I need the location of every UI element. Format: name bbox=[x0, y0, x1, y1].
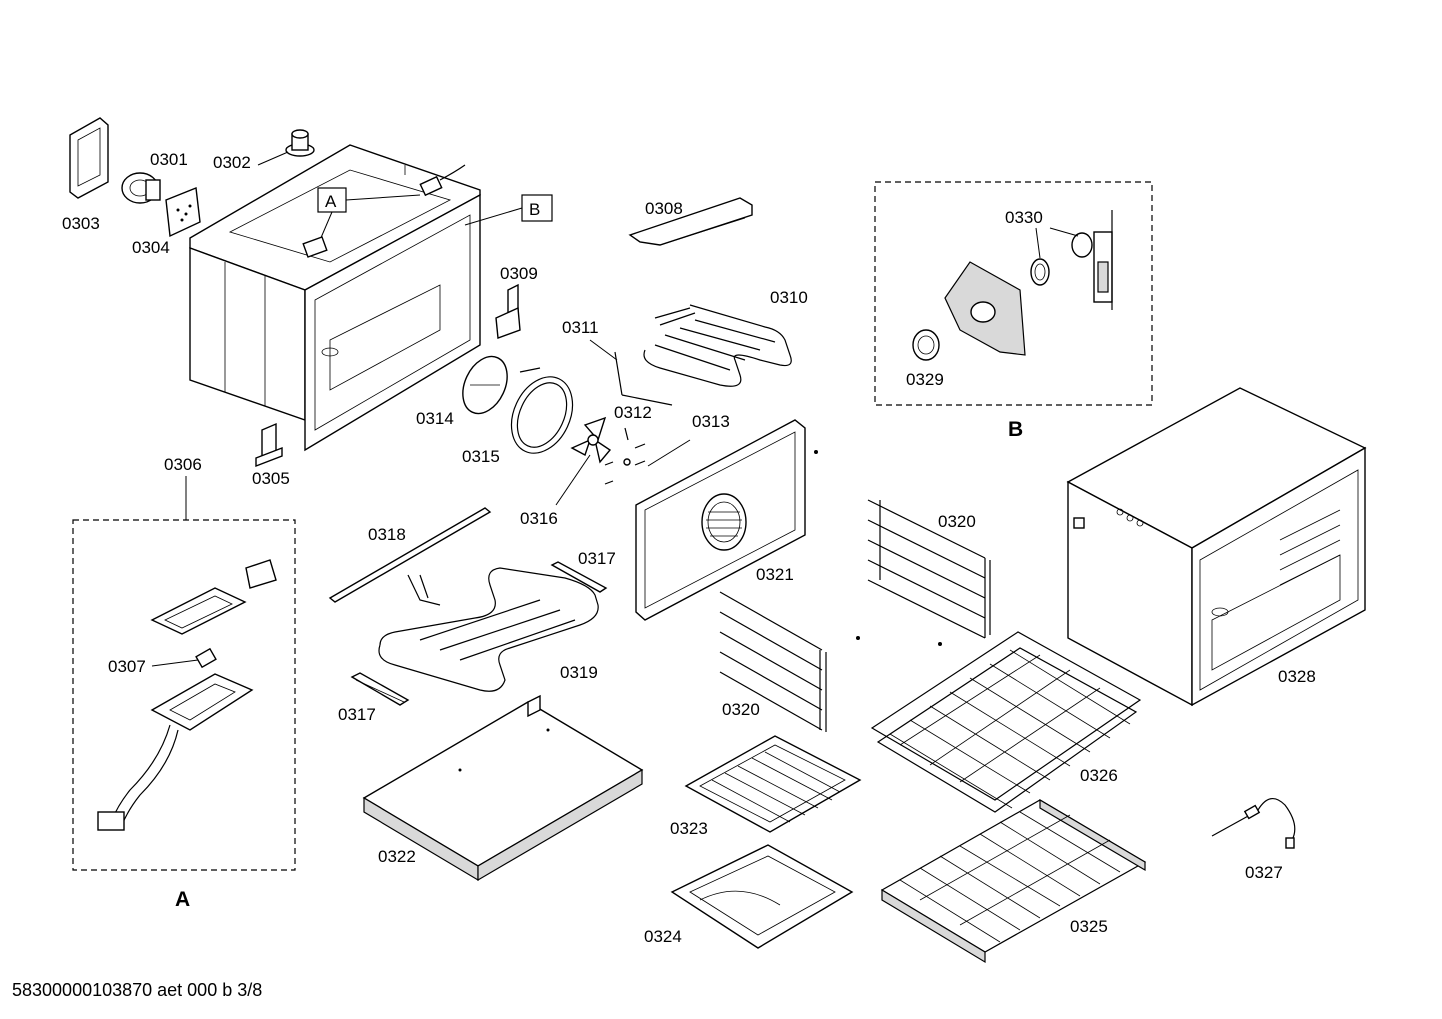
part-0320-side-rack-right bbox=[867, 499, 991, 646]
label-0306: 0306 bbox=[164, 455, 202, 474]
part-detail-b-assembly bbox=[912, 210, 1113, 361]
label-0302: 0302 bbox=[213, 153, 251, 172]
label-0304: 0304 bbox=[132, 238, 170, 257]
label-0319: 0319 bbox=[560, 663, 598, 682]
part-0318-rail bbox=[328, 507, 492, 603]
label-0318: 0318 bbox=[368, 525, 406, 544]
detail-caption-a: A bbox=[175, 888, 190, 911]
document-footer-code: 58300000103870 aet 000 b 3/8 bbox=[12, 980, 263, 1000]
label-0305: 0305 bbox=[252, 469, 290, 488]
part-0308-rail bbox=[628, 197, 753, 246]
label-0328: 0328 bbox=[1278, 667, 1316, 686]
part-0323-broil-pan-grid bbox=[684, 735, 862, 833]
label-0307: 0307 bbox=[108, 657, 146, 676]
label-0310: 0310 bbox=[770, 288, 808, 307]
label-0311: 0311 bbox=[562, 318, 599, 337]
label-0309: 0309 bbox=[500, 264, 538, 283]
label-0303: 0303 bbox=[62, 214, 100, 233]
label-0323: 0323 bbox=[670, 819, 708, 838]
part-0324-broil-pan bbox=[670, 844, 854, 949]
label-0315: 0315 bbox=[462, 447, 500, 466]
part-0301-motor bbox=[121, 172, 161, 204]
part-0322-drawer-tray bbox=[362, 694, 644, 882]
label-0313: 0313 bbox=[692, 412, 730, 431]
part-0314-fan-cover bbox=[462, 355, 508, 415]
part-0321-back-panel bbox=[635, 419, 818, 621]
part-0317-strip-upper bbox=[550, 561, 608, 593]
label-0316: 0316 bbox=[520, 509, 558, 528]
part-0316-fan-blade bbox=[570, 416, 612, 464]
label-0317-lower: 0317 bbox=[338, 705, 376, 724]
label-0326: 0326 bbox=[1080, 766, 1118, 785]
part-0310-heating-element bbox=[643, 304, 792, 387]
label-0314: 0314 bbox=[416, 409, 454, 428]
part-0311-rod bbox=[614, 351, 673, 406]
label-0320-left: 0320 bbox=[722, 700, 760, 719]
detail-ref-a: A bbox=[325, 192, 337, 211]
label-0321: 0321 bbox=[756, 565, 794, 584]
detail-ref-b: B bbox=[529, 200, 540, 219]
part-0304-plate bbox=[165, 187, 201, 238]
detail-caption-b: B bbox=[1008, 418, 1023, 441]
part-0303-housing bbox=[69, 117, 109, 199]
part-0302-knob bbox=[285, 129, 315, 157]
part-0327-meat-probe bbox=[1211, 798, 1296, 849]
part-wire-harness bbox=[302, 164, 466, 258]
part-0312-fasteners bbox=[604, 427, 646, 485]
detail-a-frame bbox=[72, 519, 296, 871]
part-0306-lamp-assembly bbox=[97, 559, 277, 831]
label-0322: 0322 bbox=[378, 847, 416, 866]
part-0309-bracket bbox=[495, 283, 521, 339]
part-0305-bracket bbox=[255, 422, 283, 468]
part-0319-bake-element bbox=[378, 567, 599, 692]
label-0320-right: 0320 bbox=[938, 512, 976, 531]
label-0327: 0327 bbox=[1245, 863, 1283, 882]
label-0301: 0301 bbox=[150, 150, 188, 169]
part-0317-strip-lower bbox=[350, 672, 410, 706]
part-0320-side-rack-left bbox=[719, 591, 860, 732]
label-0324: 0324 bbox=[644, 927, 682, 946]
label-0312: 0312 bbox=[614, 403, 652, 422]
label-0325: 0325 bbox=[1070, 917, 1108, 936]
label-0308: 0308 bbox=[645, 199, 683, 218]
part-oven-cavity bbox=[189, 144, 481, 452]
label-0330: 0330 bbox=[1005, 208, 1043, 227]
part-0325-telescopic-rack bbox=[880, 798, 1147, 964]
part-0315-ring-element bbox=[510, 367, 574, 454]
part-0326-oven-rack bbox=[870, 631, 1142, 813]
label-0329: 0329 bbox=[906, 370, 944, 389]
part-0328-outer-cavity bbox=[1066, 387, 1367, 707]
label-0317-upper: 0317 bbox=[578, 549, 616, 568]
